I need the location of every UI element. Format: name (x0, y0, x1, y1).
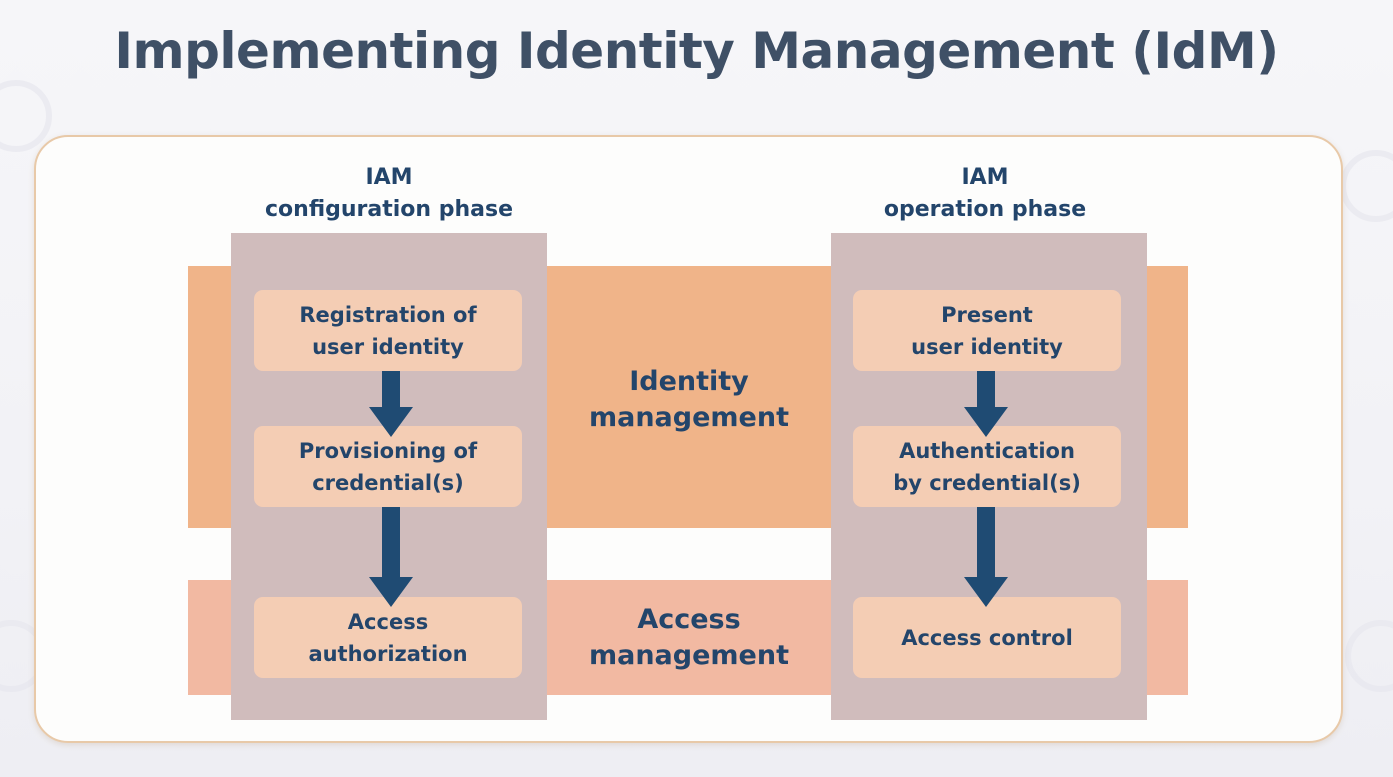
access-management-label: Access management (548, 602, 830, 674)
band-label-line2: management (588, 640, 789, 671)
step-present-user-identity: Present user identity (853, 290, 1121, 371)
step-line1: Access control (901, 625, 1073, 650)
step-line1: Registration of (299, 302, 477, 327)
band-label-line1: Access (637, 604, 741, 635)
step-registration-of-user-identity: Registration of user identity (254, 290, 522, 371)
background-gear-icon (1345, 620, 1393, 692)
step-line2: authorization (308, 641, 468, 666)
step-provisioning-of-credentials: Provisioning of credential(s) (254, 426, 522, 507)
arrow-down-icon (964, 507, 1008, 607)
arrow-down-icon (369, 371, 413, 437)
step-line1: Authentication (899, 438, 1075, 463)
identity-management-label: Identity management (548, 364, 830, 436)
operation-header-line2: operation phase (883, 197, 1087, 222)
step-line2: user identity (911, 334, 1063, 359)
operation-phase-header: IAM operation phase (815, 162, 1155, 226)
configuration-header-line1: IAM (365, 165, 413, 190)
arrow-down-icon (369, 507, 413, 607)
step-line2: credential(s) (312, 470, 464, 495)
step-line1: Access (347, 609, 429, 634)
band-label-line1: Identity (629, 366, 749, 397)
background-gear-icon (1340, 150, 1393, 222)
step-access-authorization: Access authorization (254, 597, 522, 678)
step-line1: Present (941, 302, 1033, 327)
configuration-phase-header: IAM configuration phase (219, 162, 559, 226)
step-line2: by credential(s) (893, 470, 1081, 495)
configuration-header-line2: configuration phase (265, 197, 513, 222)
step-authentication-by-credentials: Authentication by credential(s) (853, 426, 1121, 507)
arrow-down-icon (964, 371, 1008, 437)
band-label-line2: management (588, 402, 789, 433)
operation-header-line1: IAM (961, 165, 1009, 190)
step-line1: Provisioning of (298, 438, 478, 463)
page-title: Implementing Identity Management (IdM) (114, 22, 1279, 80)
step-line2: user identity (312, 334, 464, 359)
step-access-control: Access control (853, 597, 1121, 678)
background-gear-icon (0, 80, 52, 152)
